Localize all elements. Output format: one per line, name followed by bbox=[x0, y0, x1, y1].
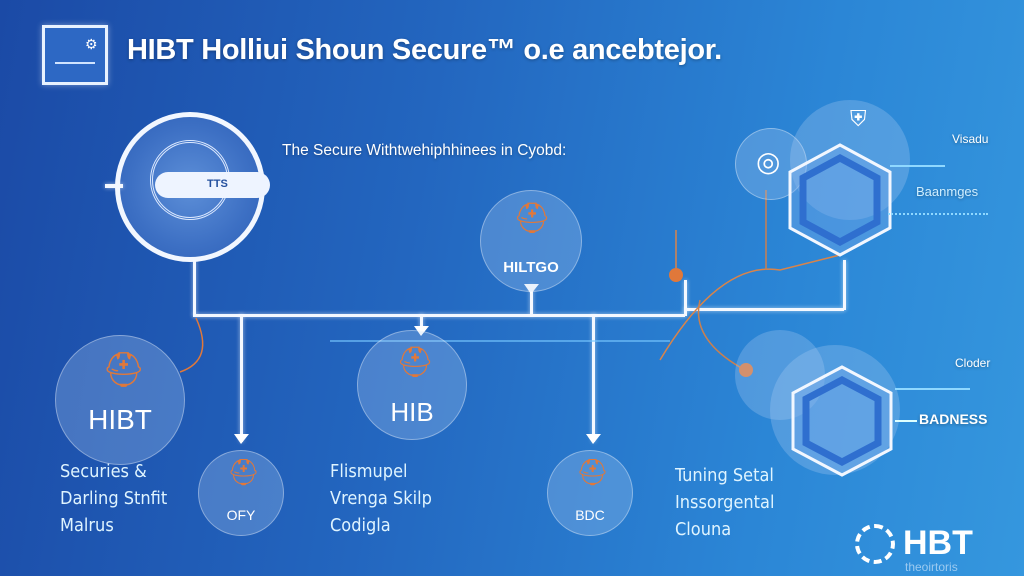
text-line: Tuning Setal bbox=[675, 465, 774, 486]
node-middle[interactable]: ⛑ HIB bbox=[357, 330, 467, 440]
node-small-right-label: BDC bbox=[575, 507, 605, 523]
label-baanmges: Baanmges bbox=[916, 184, 979, 199]
shield-person-icon: ⛑ bbox=[102, 351, 146, 389]
helmet-icon: ⛑ bbox=[227, 457, 261, 487]
globe-circle-2 bbox=[735, 330, 825, 420]
header-logo-box: ⚙ bbox=[42, 25, 108, 85]
shield-person-icon: ⛑ bbox=[513, 202, 552, 235]
globe-circle: ◎ bbox=[735, 128, 807, 200]
certificate-icon: ⚙ bbox=[85, 36, 98, 52]
text-line: Malrus bbox=[60, 515, 114, 536]
text-line: Vrenga Skilp bbox=[330, 488, 432, 509]
footer-logo: HBT theoirtoris bbox=[855, 522, 1015, 574]
node-left-label: HIBT bbox=[88, 404, 152, 435]
helmet-icon: ⛑ bbox=[576, 457, 610, 487]
footer-logo-tagline: theoirtoris bbox=[905, 560, 958, 574]
node-left[interactable]: ⛑ HIBT bbox=[55, 335, 185, 465]
text-block-1: Securies & Darling Stnfit Malrus bbox=[60, 458, 167, 539]
node-middle-label: HIB bbox=[390, 397, 434, 427]
text-line: Clouna bbox=[675, 519, 732, 540]
shield-icon: ⛨ bbox=[850, 106, 867, 131]
subtitle: The Secure Withtwehiphhinees in Cyobd: bbox=[282, 142, 567, 159]
text-block-3: Tuning Setal Inssorgental Clouna bbox=[675, 462, 774, 543]
footer-logo-name: HBT bbox=[903, 524, 973, 562]
logo-ring-icon bbox=[855, 524, 895, 564]
node-top[interactable]: ⛑ HILTGO bbox=[480, 190, 582, 292]
node-small-right[interactable]: ⛑ BDC bbox=[547, 450, 633, 536]
label-badness: BADNESS bbox=[919, 411, 988, 427]
text-line: Securies & bbox=[60, 461, 147, 482]
hexagon-shield-icon bbox=[788, 143, 892, 257]
node-small-left-label: OFY bbox=[226, 507, 256, 523]
hexagon-shield-icon bbox=[791, 365, 893, 477]
text-block-2: Flismupel Vrenga Skilp Codigla bbox=[330, 458, 432, 539]
hub-pill[interactable]: TTS bbox=[155, 172, 270, 198]
text-line: Inssorgental bbox=[675, 492, 775, 513]
orange-node-dot bbox=[669, 268, 683, 282]
text-line: Codigla bbox=[330, 515, 391, 536]
orange-node-dot bbox=[739, 363, 753, 377]
node-top-label: HILTGO bbox=[503, 259, 559, 276]
hub-pill-label: TTS bbox=[207, 178, 228, 190]
label-cloder: Cloder bbox=[955, 356, 991, 370]
text-line: Flismupel bbox=[330, 461, 408, 482]
node-small-left[interactable]: ⛑ OFY bbox=[198, 450, 284, 536]
shield-person-icon: ⛑ bbox=[396, 346, 435, 379]
globe-icon: ◎ bbox=[756, 146, 781, 177]
text-line: Darling Stnfit bbox=[60, 488, 168, 509]
label-visadu: Visadu bbox=[952, 132, 989, 146]
page-title: HIBT Holliui Shoun Secure™ o.e ancebtejo… bbox=[127, 34, 722, 66]
